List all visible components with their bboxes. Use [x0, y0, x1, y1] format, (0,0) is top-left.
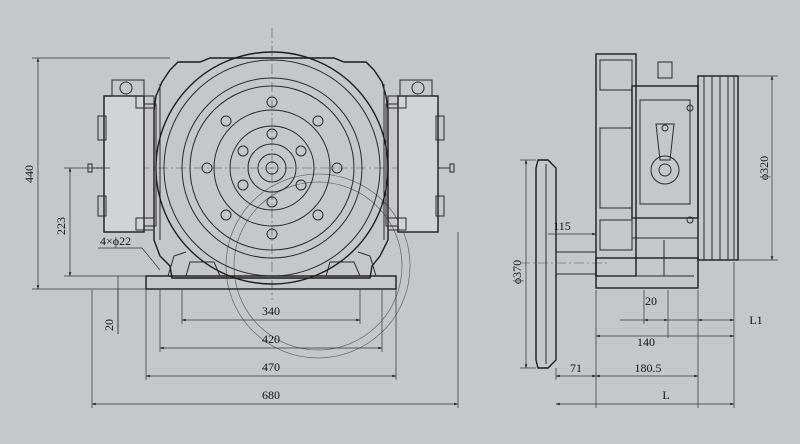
dim-phi370-label: ϕ370: [510, 260, 524, 284]
dim-140-label: 140: [637, 335, 655, 349]
traction-sheave: [697, 75, 739, 261]
dim-115-label: 115: [553, 219, 571, 233]
dim-180-5-label: 180.5: [635, 361, 662, 375]
dim-71-label: 71: [570, 361, 582, 375]
dim-20-side-label: 20: [645, 294, 657, 308]
dim-470-label: 470: [262, 360, 280, 374]
dim-phi320-label: ϕ320: [757, 156, 771, 180]
bolt-hole-leader: [98, 247, 161, 271]
shaft-center: [265, 161, 279, 175]
side-view: ϕ320 ϕ370 115 20 140 L1 71 180.5 L: [510, 53, 778, 408]
dim-680-label: 680: [262, 388, 280, 402]
hand-wheel-edge: [535, 159, 557, 369]
dim-223-label: 223: [54, 217, 68, 235]
dim-20-label: 20: [102, 319, 116, 331]
side-base: [595, 257, 699, 289]
right-brake-unit: [385, 79, 455, 233]
motor-housing: [153, 57, 389, 279]
dim-L-label: L: [662, 388, 669, 402]
left-brake-unit: [87, 79, 157, 233]
hub: [247, 143, 297, 193]
outer-bolt-circle: [201, 96, 343, 240]
dim-340-label: 340: [262, 304, 280, 318]
bolt-holes-label: 4×ϕ22: [100, 234, 131, 248]
front-view: 440 223 20 4×ϕ22 340 420 470 680: [22, 28, 459, 408]
brake-lever-pivot: [650, 155, 680, 185]
dim-420-label: 420: [262, 332, 280, 346]
motor-body: [595, 53, 637, 277]
hand-wheel-inner-outline: [233, 181, 403, 351]
brake-lever: [655, 123, 675, 161]
dim-440-label: 440: [22, 165, 36, 183]
inner-bolt-circle: [237, 128, 307, 208]
dim-L1-label: L1: [749, 313, 762, 327]
